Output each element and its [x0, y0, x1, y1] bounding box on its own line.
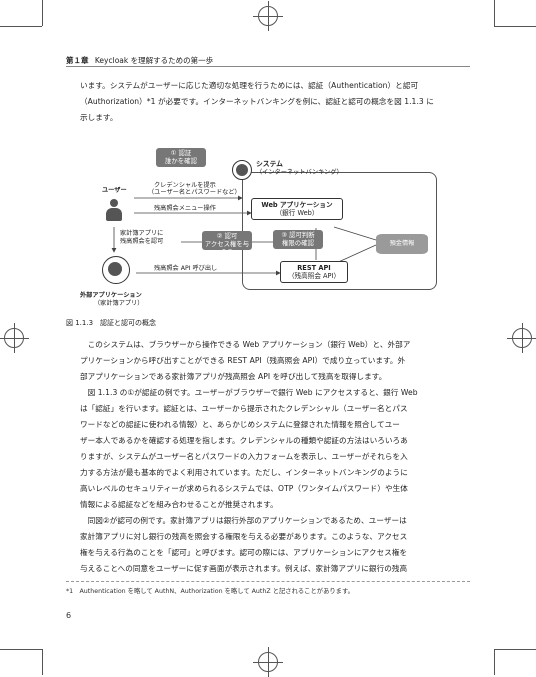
body-line: ワードなどの認証に使われる情報）と、あらかじめシステムに登録された情報を照合して… — [80, 420, 400, 429]
body-line: 与えることへの同意をユーザーに促す画面が表示されます。例えば、家計簿アプリに銀行… — [80, 564, 408, 573]
body-line: 権を与える行為のことを「認可」と呼びます。認可の際には、アプリケーションにアクセ… — [80, 548, 408, 557]
deposit-db: 預金情報 — [376, 234, 428, 254]
body-line: 高いレベルのセキュリティーが求められるシステムでは、OTP（ワンタイムパスワード… — [80, 484, 408, 493]
body-line: 家計簿アプリに対し銀行の残高を照会する権限を与える必要があります。このような、ア… — [80, 532, 408, 541]
authz-bubble-title: ② 認可 — [216, 232, 238, 240]
user-icon — [106, 199, 122, 223]
crop-mark — [494, 649, 536, 650]
body-line: 図 1.1.3 の①が認証の例です。ユーザーがブラウザーで銀行 Web にアクセ… — [80, 388, 418, 397]
rest-api-sub: （残高照会 API） — [287, 272, 341, 280]
authz-decision-title: ③ 認可判断 — [281, 231, 315, 239]
body-line: 部アプリケーションである家計簿アプリが残高照会 API を呼び出して残高を取得し… — [80, 372, 387, 381]
footnote-rule — [66, 581, 470, 582]
diagram-arrows — [111, 195, 377, 276]
system-sub-label: （インターネットバンキング） — [256, 169, 343, 176]
authz-decision-bubble: ③ 認可判断 権限の確認 — [273, 230, 323, 249]
intro-line: 示します。 — [80, 113, 118, 122]
crop-mark — [494, 649, 495, 675]
api-call-label: 残高照会 API 呼び出し — [154, 265, 218, 272]
body-text: このシステムは、ブラウザーから操作できる Web アプリケーション（銀行 Web… — [80, 337, 470, 577]
system-label: システム — [256, 160, 283, 168]
rest-api-node: REST API （残高照会 API） — [280, 261, 348, 283]
crop-mark — [42, 0, 43, 26]
deposit-db-label: 預金情報 — [389, 240, 415, 247]
body-line: 同図②が認可の例です。家計簿アプリは銀行外部のアプリケーションであるため、ユーザ… — [80, 516, 407, 525]
body-line: は「認証」を行います。認証とは、ユーザーから提示されたクレデンシャル（ユーザー名… — [80, 404, 408, 413]
crop-mark — [0, 26, 42, 27]
authz-bubble: ② 認可 アクセス権を与える — [202, 231, 252, 256]
chapter-title: Keycloak を理解するための第一歩 — [94, 56, 214, 65]
body-line: 情報による認証などを組み合わせることが推奨されます。 — [80, 500, 278, 509]
authn-bubble-title: ① 認証 — [170, 149, 192, 157]
web-app-sub: （銀行 Web） — [275, 209, 319, 217]
crop-mark — [494, 26, 536, 27]
credential-label-2: （ユーザー名とパスワードなど） — [148, 189, 241, 196]
page-number: 6 — [66, 611, 72, 620]
figure-caption: 図 1.1.3 認証と認可の概念 — [66, 319, 157, 327]
ext-app-sub: （家計簿アプリ） — [94, 300, 144, 307]
consent-label-1: 家計簿アプリに — [120, 230, 164, 237]
intro-paragraph: います。システムがユーザーに応じた適切な処理を行うためには、認証（Authent… — [80, 78, 470, 126]
registration-mark — [0, 323, 29, 353]
body-line: このシステムは、ブラウザーから操作できる Web アプリケーション（銀行 Web… — [80, 340, 411, 349]
globe-icon — [232, 160, 252, 180]
registration-mark — [253, 647, 283, 677]
api-db-link — [333, 244, 377, 265]
authn-bubble-sub: 誰かを確認 — [165, 157, 197, 165]
body-line: りますが、システムがユーザー名とパスワードの入力フォームを表示し、ユーザーがそれ… — [80, 452, 408, 461]
registration-mark — [507, 323, 536, 353]
crop-mark — [0, 649, 42, 650]
header-rule — [66, 66, 470, 67]
running-header: 第１章 Keycloak を理解するための第一歩 — [66, 55, 213, 66]
authz-bubble-sub: アクセス権を与える — [204, 240, 250, 256]
web-app-title: Web アプリケーション — [261, 201, 333, 209]
body-line: 力する方法が最も基本的でよく利用されています。ただし、インターネットバンキングの… — [80, 468, 408, 477]
authz-decision-sub: 権限の確認 — [282, 239, 314, 247]
crop-mark — [42, 649, 43, 675]
authn-bubble: ① 認証 誰かを確認 — [156, 148, 206, 167]
body-line: ザー本人であるかを確認する処理を指します。クレデンシャルの種類や認証の方法はいろ… — [80, 436, 408, 445]
intro-line: います。システムがユーザーに応じた適切な処理を行うためには、認証（Authent… — [80, 81, 419, 90]
body-line: プリケーションから呼び出すことができる REST API（残高照会 API）で成… — [80, 356, 406, 365]
ext-app-icon — [102, 256, 130, 284]
chapter-mark: 第１章 — [66, 56, 89, 65]
footnote: *1 Authentication を略して AuthN、Authorizati… — [66, 588, 354, 595]
registration-mark — [253, 1, 283, 31]
web-app-node: Web アプリケーション （銀行 Web） — [251, 198, 343, 220]
web-db-link — [333, 226, 377, 241]
crop-mark — [494, 0, 495, 26]
rest-api-title: REST API — [297, 264, 331, 272]
auth-diagram: システム （インターネットバンキング） ① 認証 誰かを確認 ユーザー クレデン… — [66, 142, 470, 312]
intro-line: （Authorization）*1 が必要です。インターネットバンキングを例に、… — [80, 97, 434, 106]
consent-label-2: 残高照会を認可 — [120, 238, 164, 245]
user-label: ユーザー — [102, 187, 127, 194]
ext-app-title: 外部アプリケーション — [80, 292, 142, 299]
credential-label-1: クレデンシャルを提示 — [154, 182, 216, 189]
menu-label: 残高照会メニュー操作 — [154, 205, 216, 212]
